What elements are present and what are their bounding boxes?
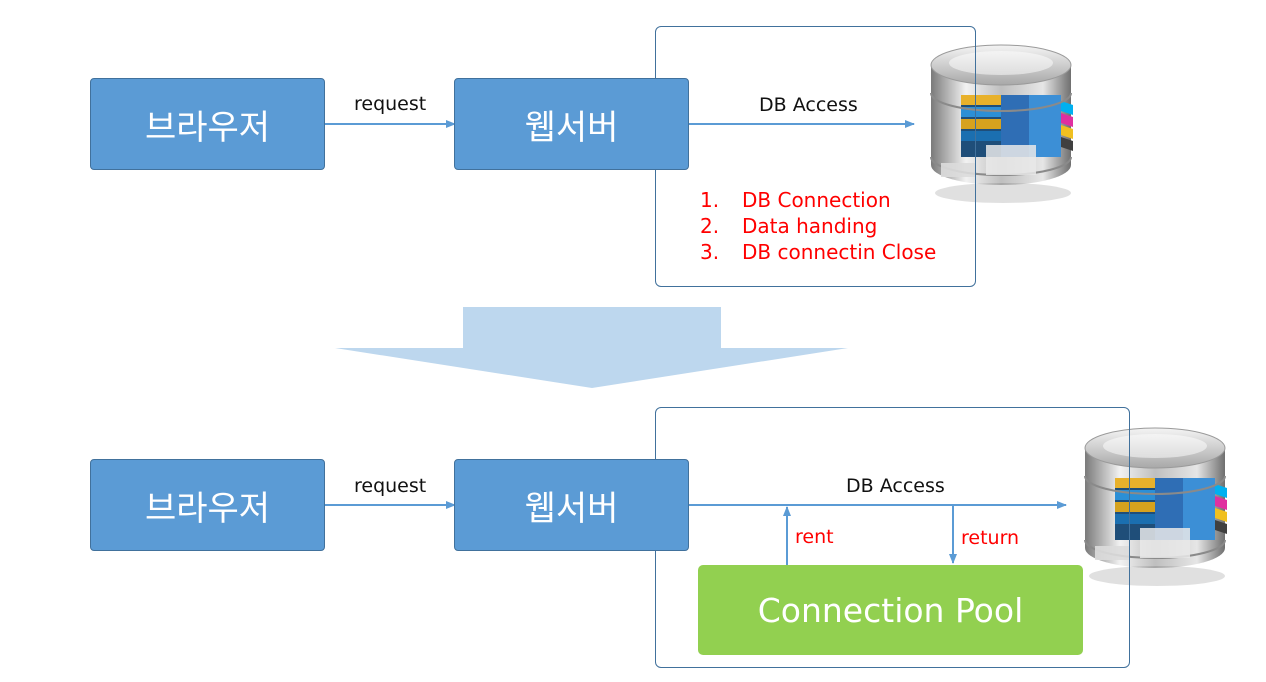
connection-pool-box: Connection Pool [698,565,1083,655]
step-item: 2.Data handing [700,214,878,238]
db-access-label: DB Access [759,94,858,116]
step-item: 1.DB Connection [700,188,891,212]
browser-label: 브라우저 [144,107,271,148]
rent-label: rent [795,526,834,548]
down-arrow-icon [335,307,848,388]
return-label: return [961,527,1020,549]
step-item: 3.DB connectin Close [700,240,937,264]
browser-box-bottom: 브라우저 [90,459,325,551]
browser-label: 브라우저 [144,488,271,529]
webserver-box-bottom: 웹서버 [454,459,689,551]
browser-box-top: 브라우저 [90,78,325,170]
webserver-box-top: 웹서버 [454,78,689,170]
connection-pool-label: Connection Pool [757,590,1024,630]
request-label: request [354,475,427,497]
webserver-label: 웹서버 [524,107,619,148]
db-access-label: DB Access [846,475,945,497]
request-label: request [354,93,427,115]
connection-steps: 1.DB Connection 2.Data handing 3.DB conn… [700,187,936,265]
webserver-label: 웹서버 [524,488,619,529]
